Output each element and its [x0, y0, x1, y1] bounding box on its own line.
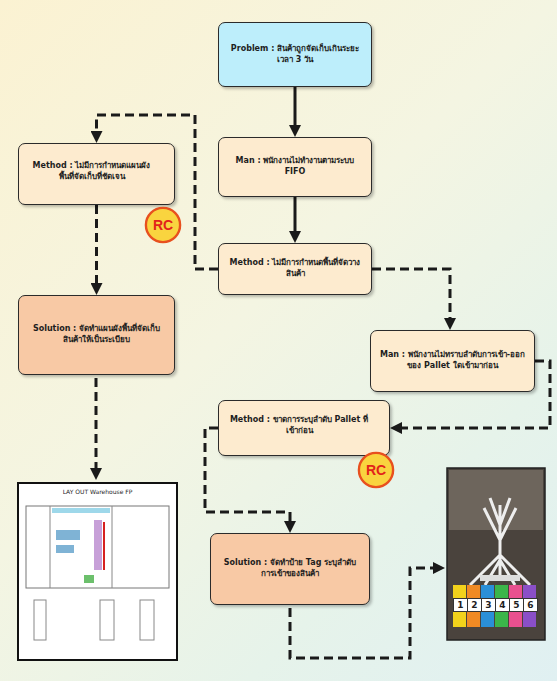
tag-number: 1 — [453, 598, 468, 612]
solution-box: Solution : จัดทำแผนผังพื้นที่จัดเก็บสินค… — [18, 295, 175, 375]
dashed-connector — [95, 205, 98, 283]
badge-outline — [146, 208, 180, 242]
problem-box: Problem : สินค้าถูกจัดเก็บเกินระยะเวลา 3… — [218, 22, 372, 87]
photo-frame — [447, 468, 545, 640]
picture-frame — [18, 483, 177, 660]
node-text: RC — [366, 461, 386, 480]
node-text: Man : พนักงานไม่ทราบลำดับการเข้า-ออกของ … — [379, 350, 526, 372]
node-text: Method : ขาดการระบุลำดับ Pallet ที่เข้าก… — [227, 415, 371, 437]
badge-outline — [359, 453, 393, 487]
cause-box: Man : พนักงานไม่ทำงานตามระบบ FIFO — [218, 137, 372, 197]
plan-room — [34, 600, 46, 640]
node-text: RC — [153, 216, 173, 235]
root-cause-badge: RC — [144, 206, 182, 244]
plan-room — [100, 600, 114, 640]
node-text: Problem : สินค้าถูกจัดเก็บเกินระยะเวลา 3… — [227, 44, 363, 66]
plan-zone — [56, 530, 80, 540]
tag-number: 5 — [509, 598, 524, 612]
photo-wall — [449, 470, 543, 530]
tag-number: 3 — [481, 598, 496, 612]
cause-box: Man : พนักงานไม่ทราบลำดับการเข้า-ออกของ … — [370, 330, 535, 392]
plan-zone — [52, 508, 110, 513]
node-text: Method : ไม่มีการกำหนดแผนผังพื้นที่จัดเก… — [27, 161, 156, 183]
plan-wall — [112, 506, 113, 588]
plan-zone — [56, 545, 74, 553]
floor-plan — [26, 506, 169, 588]
solid-connector — [294, 197, 297, 231]
plan-line — [103, 522, 105, 570]
node-text: Method : ไม่มีการกำหนดพื้นที่จัดวางสินค้… — [227, 258, 363, 280]
root-cause-badge: RC — [357, 451, 395, 489]
tag-number: 2 — [467, 598, 482, 612]
stand-base — [480, 575, 520, 581]
node-text: Solution : จัดทำแผนผังพื้นที่จัดเก็บสินค… — [27, 324, 166, 346]
layout-picture — [18, 483, 177, 660]
node-text: Solution : จัดทำป้าย Tag ระบุลำดับการเข้… — [219, 558, 361, 580]
plan-wall — [50, 506, 51, 588]
tag-number: 4 — [495, 598, 510, 612]
plan-room — [140, 600, 154, 640]
solid-connector — [294, 87, 297, 125]
picture-title: LAY OUT Warehouse FP — [28, 488, 167, 495]
cause-box: Method : ขาดการระบุลำดับ Pallet ที่เข้าก… — [218, 400, 390, 456]
dashed-arrow — [95, 378, 98, 468]
node-text: Man : พนักงานไม่ทำงานตามระบบ FIFO — [227, 156, 363, 178]
solution-box: Solution : จัดทำป้าย Tag ระบุลำดับการเข้… — [210, 533, 370, 605]
tag-number: 6 — [523, 598, 538, 612]
tag-photo — [447, 468, 545, 640]
cause-box: Method : ไม่มีการกำหนดพื้นที่จัดวางสินค้… — [218, 243, 372, 295]
dashed-connector — [372, 269, 450, 318]
cause-box: Method : ไม่มีการกำหนดแผนผังพื้นที่จัดเก… — [18, 143, 175, 205]
plan-zone — [94, 520, 102, 570]
plan-zone — [84, 575, 94, 583]
tag-stand — [470, 498, 530, 585]
